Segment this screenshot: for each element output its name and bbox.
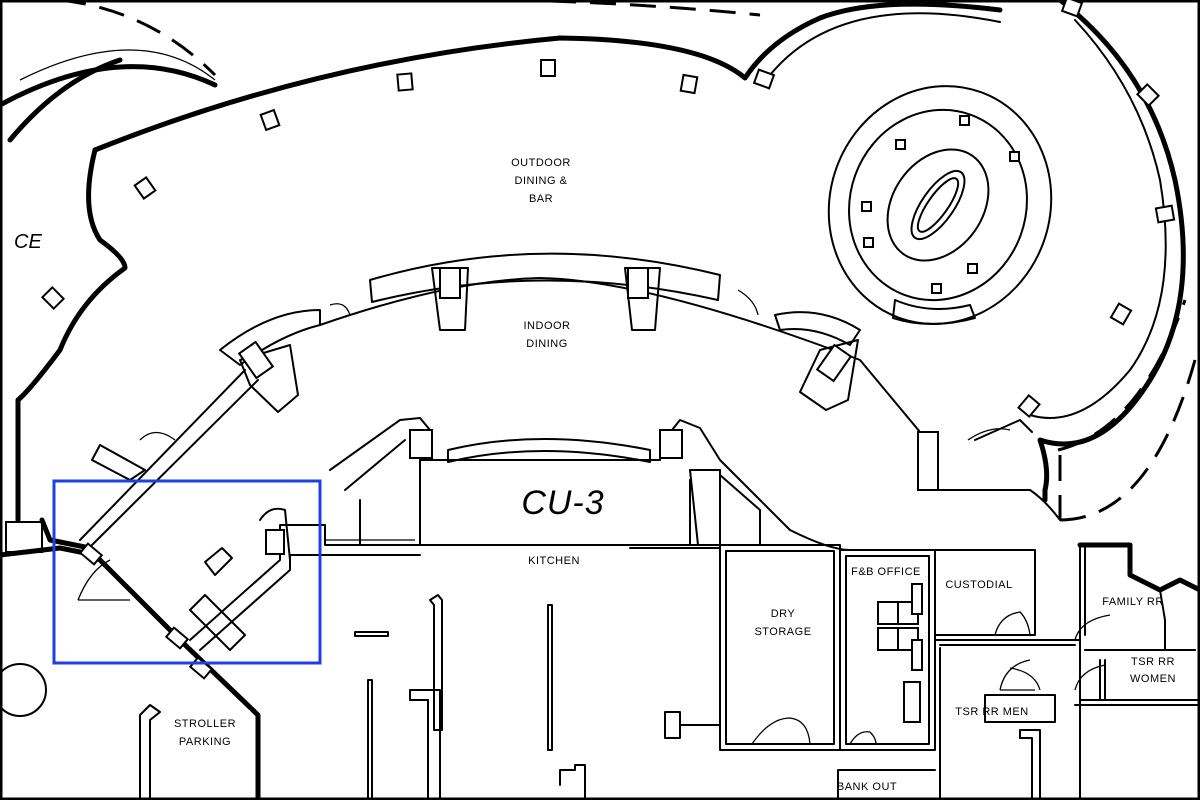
- label-outdoor-dining-line2: DINING &: [515, 175, 568, 187]
- canopy-outline-left: [19, 0, 761, 81]
- west-entry: [0, 517, 261, 800]
- label-outdoor-dining-line3: BAR: [529, 193, 553, 205]
- selection-rectangle[interactable]: [52, 479, 322, 665]
- label-kitchen: KITCHEN: [528, 555, 580, 567]
- label-bank-out: BANK OUT: [837, 781, 897, 793]
- back-of-house-rooms: [719, 542, 1200, 800]
- kitchen-core: [189, 417, 941, 651]
- label-indoor-dining-line2: DINING: [526, 338, 568, 350]
- label-tsr-rr-women-line1: TSR RR: [1131, 656, 1175, 668]
- room-labels: CE OUTDOOR DINING & BAR INDOOR DINING CU…: [14, 157, 1176, 793]
- label-dry-storage-line2: STORAGE: [754, 626, 811, 638]
- label-tsr-rr-women-line2: WOMEN: [1130, 673, 1176, 685]
- label-dry-storage-line1: DRY: [771, 608, 796, 620]
- kitchen-fixtures: [354, 547, 721, 800]
- indoor-dining-walls: [79, 252, 921, 546]
- label-indoor-dining-line1: INDOOR: [524, 320, 571, 332]
- label-stroller-parking-line1: STROLLER: [174, 718, 236, 730]
- label-ce: CE: [14, 231, 42, 253]
- label-cu3: CU-3: [521, 484, 604, 522]
- label-fb-office: F&B OFFICE: [851, 566, 921, 578]
- bar-end-wall: [917, 419, 1061, 521]
- label-tsr-rr-men: TSR RR MEN: [955, 706, 1028, 718]
- label-custodial: CUSTODIAL: [945, 579, 1012, 591]
- label-outdoor-dining-line1: OUTDOOR: [511, 157, 571, 169]
- outdoor-table: [40, 0, 1176, 419]
- label-stroller-parking-line2: PARKING: [179, 736, 231, 748]
- label-family-rr: FAMILY RR: [1102, 596, 1164, 608]
- oval-bar: [827, 85, 1053, 325]
